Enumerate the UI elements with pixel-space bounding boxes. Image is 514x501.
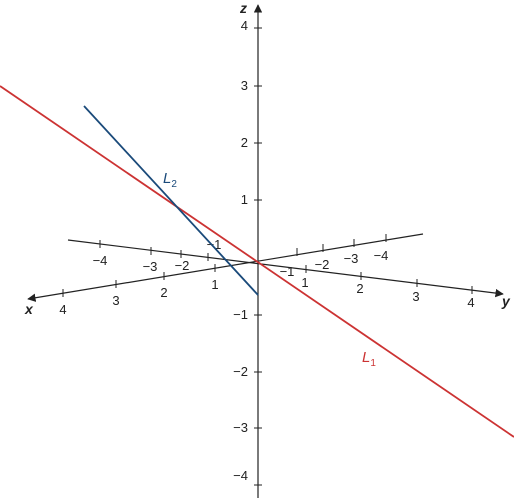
z-tick-label: −2 (233, 364, 248, 379)
x-tick-label: −2 (315, 257, 330, 272)
line-l2-label: L2 (163, 170, 177, 190)
x-axis-name: x (24, 301, 34, 317)
line-l1-label: L1 (362, 349, 376, 369)
z-tick-label: 1 (241, 192, 248, 207)
y-tick-label: 2 (356, 281, 363, 296)
z-tick-label: 4 (241, 18, 248, 33)
x-tick-label: −1 (280, 264, 295, 279)
y-axis: 4 3 2 1 −1 −2 −3 −4 y (67, 237, 511, 310)
x-tick-label: 4 (59, 302, 66, 317)
y-tick-label: −2 (175, 258, 190, 273)
x-tick-label: 2 (160, 285, 167, 300)
z-axis-name: z (239, 0, 247, 16)
y-tick-label: −4 (93, 253, 108, 268)
z-tick-label: 2 (241, 135, 248, 150)
z-tick-label: −1 (233, 307, 248, 322)
x-tick-label: −3 (344, 251, 359, 266)
y-tick-label: −1 (207, 237, 222, 252)
z-tick-label: −3 (233, 420, 248, 435)
x-tick-label: −4 (374, 248, 389, 263)
y-tick-label: −3 (143, 259, 158, 274)
y-tick-label: 3 (412, 289, 419, 304)
z-tick-label: −4 (233, 468, 248, 483)
y-axis-line (67, 239, 504, 298)
y-axis-name: y (501, 293, 511, 309)
y-tick-label: 4 (467, 295, 474, 310)
x-axis-line (27, 233, 424, 302)
line-l2 (83, 105, 259, 296)
z-tick-label: 3 (241, 78, 248, 93)
x-tick-label: 1 (211, 277, 218, 292)
line-l1 (0, 85, 514, 438)
z-axis: 4 3 2 1 −1 −2 −3 −4 z (233, 0, 263, 498)
x-axis: 4 3 2 1 −1 −2 −3 −4 x (24, 233, 424, 317)
y-tick-label: 1 (301, 275, 308, 290)
x-tick-label: 3 (112, 293, 119, 308)
